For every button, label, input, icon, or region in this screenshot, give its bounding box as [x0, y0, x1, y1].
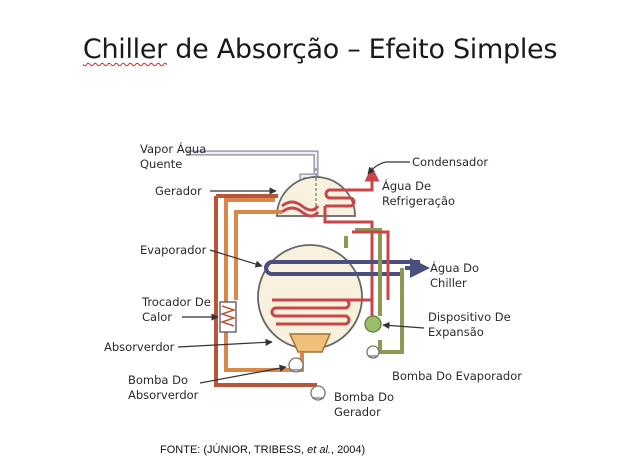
label-evaporador: Evaporador: [140, 243, 207, 257]
label-dispositivo-expansao: Dispositivo De Expansão: [428, 310, 511, 339]
label-bomba-evaporador: Bomba Do Evaporador: [392, 369, 522, 383]
absorber-coil: [270, 298, 372, 326]
generator-pump-icon: [310, 385, 326, 401]
expansion-valve: [364, 315, 382, 333]
generator-coil: [281, 200, 320, 218]
label-condensador: Condensador: [412, 155, 489, 169]
leader-lines: [177, 161, 425, 384]
absorber-sump: [288, 333, 332, 353]
absorber-pump-icon: [288, 357, 304, 373]
refrigerant-line-red: [352, 230, 390, 300]
label-gerador: Gerador: [155, 184, 202, 198]
title-rest: de Absorção – Efeito Simples: [166, 34, 558, 65]
label-bomba-absorvedor: Bomba Do Absorverdor: [128, 373, 199, 402]
source-etal: et al.: [307, 444, 331, 456]
slide-title: Chiller de Absorção – Efeito Simples: [0, 34, 640, 65]
source-suffix: , 2004): [330, 444, 366, 456]
evaporator-pump-icon: [366, 345, 380, 359]
heat-exchanger: [219, 301, 237, 333]
source-citation: FONTE: (JÚNIOR, TRIBESS, et al., 2004): [160, 444, 365, 456]
refrigerant-line-green: [344, 228, 404, 354]
label-trocador-calor: Trocador De Calor: [142, 295, 211, 324]
label-agua-chiller: Água Do Chiller: [430, 261, 480, 290]
source-prefix: FONTE: (JÚNIOR, TRIBESS,: [160, 444, 308, 456]
label-agua-refrigeracao: Água De Refrigeração: [382, 179, 456, 208]
label-absorvedor: Absorverdor: [104, 340, 175, 354]
title-chiller-word: Chiller: [82, 34, 167, 65]
label-vapor-agua-quente: Vapor Água Quente: [140, 142, 207, 171]
label-bomba-gerador: Bomba Do Gerador: [334, 390, 395, 419]
